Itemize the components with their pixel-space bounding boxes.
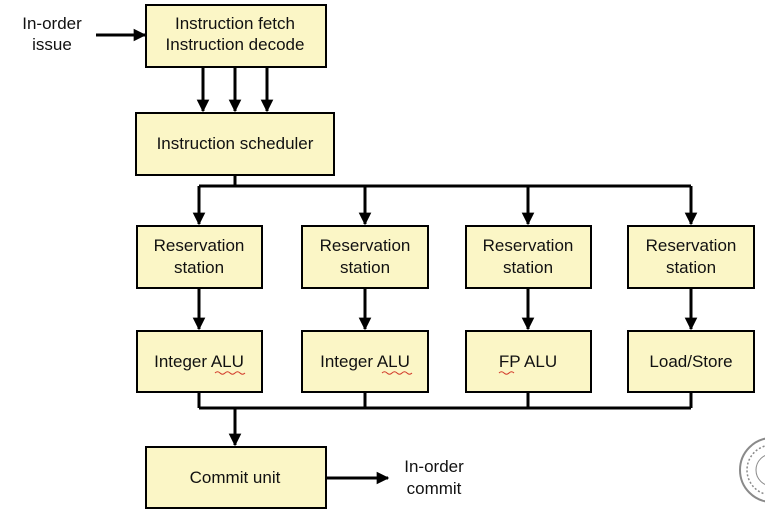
svg-text:Reservation: Reservation: [320, 236, 411, 255]
fetch-decode-box: Instruction fetch Instruction decode: [145, 4, 327, 68]
svg-text:FP ALU: FP ALU: [499, 352, 557, 371]
fetch-label: Instruction fetch: [175, 14, 295, 33]
decode-label: Instruction decode: [166, 35, 305, 54]
in-order-commit-label: In-order commit: [404, 457, 464, 498]
svg-text:Integer ALU: Integer ALU: [320, 352, 410, 371]
commit-unit-box: Commit unit: [145, 446, 327, 509]
reservation-station-3: Reservation station: [465, 225, 592, 289]
svg-text:Reservation: Reservation: [154, 236, 245, 255]
svg-text:station: station: [340, 258, 390, 277]
svg-text:station: station: [503, 258, 553, 277]
reservation-station-2: Reservation station: [301, 225, 429, 289]
svg-text:Reservation: Reservation: [646, 236, 737, 255]
svg-text:Reservation: Reservation: [483, 236, 574, 255]
execution-unit-1: Integer ALU: [136, 330, 263, 393]
execution-unit-4: Load/Store: [627, 330, 755, 393]
university-seal: [739, 437, 765, 503]
svg-text:station: station: [174, 258, 224, 277]
execution-unit-2: Integer ALU: [301, 330, 429, 393]
execution-unit-3: FP ALU: [465, 330, 592, 393]
reservation-station-1: Reservation station: [136, 225, 263, 289]
svg-text:commit: commit: [407, 479, 462, 498]
scheduler-label: Instruction scheduler: [157, 134, 314, 153]
svg-text:station: station: [666, 258, 716, 277]
svg-text:In-order: In-order: [22, 14, 82, 33]
commit-unit-label: Commit unit: [190, 468, 281, 487]
svg-text:In-order: In-order: [404, 457, 464, 476]
reservation-station-4: Reservation station: [627, 225, 755, 289]
instruction-scheduler-box: Instruction scheduler: [135, 112, 335, 176]
svg-text:Load/Store: Load/Store: [649, 352, 732, 371]
svg-text:issue: issue: [32, 35, 72, 54]
in-order-issue-label: In-order issue: [22, 14, 82, 54]
svg-text:Integer ALU: Integer ALU: [154, 352, 244, 371]
